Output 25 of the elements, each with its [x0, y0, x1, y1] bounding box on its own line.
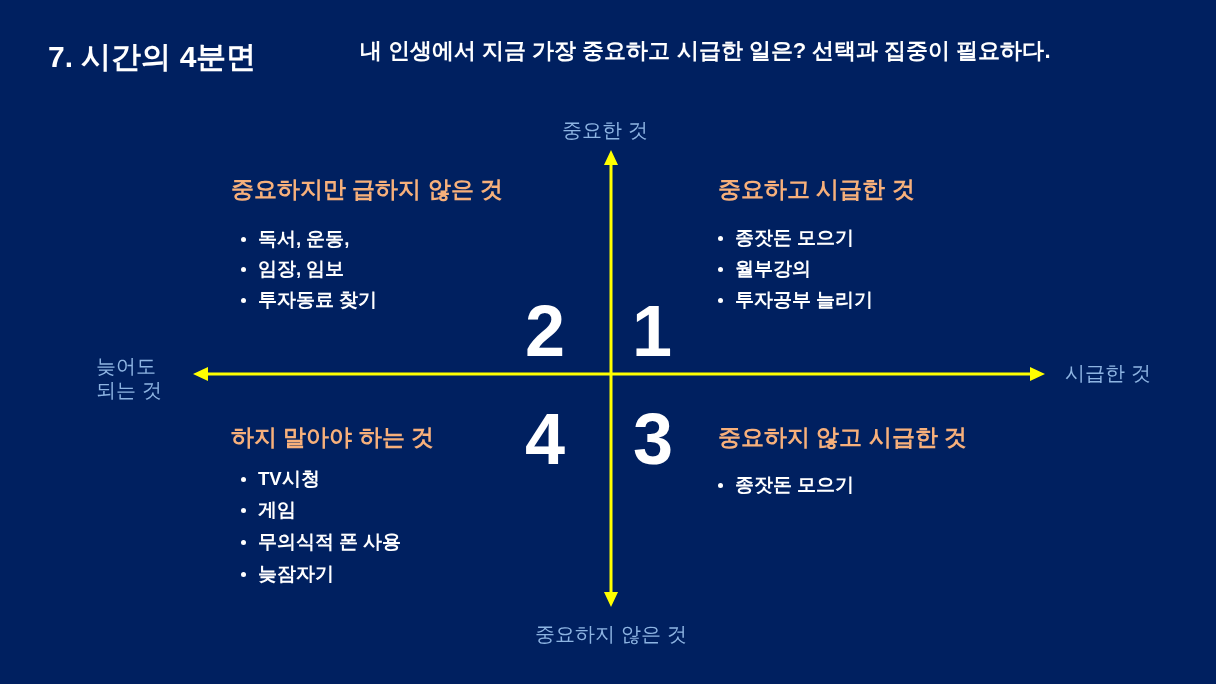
quadrant-heading: 하지 말아야 하는 것	[231, 424, 435, 452]
list-item: 독서, 운동,	[258, 227, 350, 251]
list-item: 게임	[258, 498, 296, 522]
quadrant-heading: 중요하고 시급한 것	[718, 176, 915, 204]
list-item: 늦잠자기	[258, 562, 334, 586]
quadrant-number: 3	[633, 403, 673, 475]
list-item: 종잣돈 모으기	[735, 473, 855, 497]
list-item: 무의식적 폰 사용	[258, 530, 402, 554]
list-item: 투자동료 찾기	[258, 288, 378, 312]
quadrant-number: 1	[632, 295, 672, 367]
slide-title: 7. 시간의 4분면	[48, 39, 257, 75]
list-item: 투자공부 늘리기	[735, 288, 874, 312]
axis-label: 중요하지 않은 것	[535, 622, 687, 646]
axis-label: 늦어도 되는 것	[96, 354, 163, 402]
quadrant-heading: 중요하지만 급하지 않은 것	[231, 176, 504, 204]
axis-label: 중요한 것	[562, 118, 648, 142]
list-item: TV시청	[258, 467, 320, 491]
quadrant-number: 4	[525, 403, 565, 475]
list-item: 임장, 임보	[258, 257, 345, 281]
axis-label: 시급한 것	[1065, 361, 1151, 385]
list-item: 종잣돈 모으기	[735, 226, 855, 250]
subtitle: 내 인생에서 지금 가장 중요하고 시급한 일은? 선택과 집중이 필요하다.	[360, 37, 1051, 65]
quadrant-heading: 중요하지 않고 시급한 것	[718, 424, 968, 452]
quadrant-number: 2	[525, 295, 565, 367]
list-item: 월부강의	[735, 257, 811, 281]
